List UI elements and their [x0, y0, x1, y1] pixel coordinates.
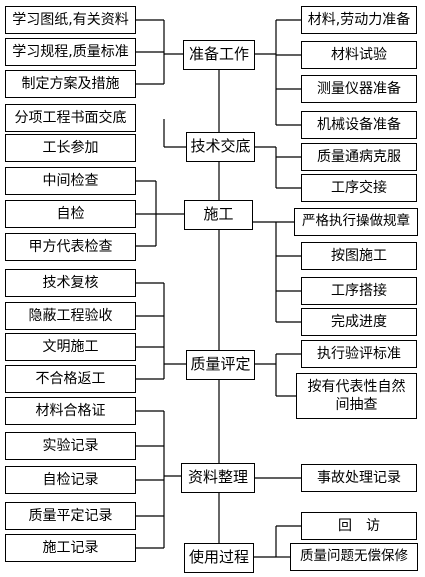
prep-instruments: 测量仪器准备: [301, 75, 417, 103]
step-client-check: 甲方代表检查: [5, 233, 136, 261]
use-free-warranty: 质量问题无偿保修: [290, 543, 418, 571]
step-civil-construction: 文明施工: [5, 333, 136, 361]
brief-common-defects: 质量通病克服: [301, 143, 417, 171]
eval-sampling: 按有代表性自然间抽查: [296, 373, 417, 419]
phase-preparation: 准备工作: [183, 40, 255, 70]
build-process-overlap: 工序搭接: [301, 277, 417, 305]
doc-construction-record: 施工记录: [5, 534, 136, 562]
step-midway-check: 中间检查: [5, 167, 136, 195]
doc-material-cert: 材料合格证: [5, 397, 136, 425]
phase-documentation: 资料整理: [181, 463, 255, 493]
build-progress: 完成进度: [301, 308, 417, 336]
prep-material-test: 材料试验: [301, 41, 417, 69]
step-hidden-acceptance: 隐蔽工程验收: [5, 302, 136, 330]
step-foreman-attend: 工长参加: [5, 134, 136, 162]
brief-handover: 工序交接: [301, 174, 417, 202]
eval-standards: 执行验评标准: [301, 340, 417, 368]
step-tech-review: 技术复核: [5, 269, 136, 297]
phase-construction: 施工: [184, 200, 253, 230]
build-per-drawings: 按图施工: [301, 242, 417, 270]
step-study-standards: 学习规程,质量标准: [5, 38, 136, 66]
doc-test-record: 实验记录: [5, 432, 136, 460]
prep-labor-materials: 材料,劳动力准备: [301, 6, 417, 34]
build-follow-rules: 严格执行操做规章: [294, 208, 418, 236]
prep-machinery: 机械设备准备: [301, 111, 417, 139]
step-make-plan: 制定方案及措施: [5, 70, 136, 98]
phase-quality-evaluation: 质量评定: [186, 350, 255, 380]
doc-quality-record: 质量平定记录: [5, 502, 136, 530]
doc-self-check-record: 自检记录: [5, 466, 136, 494]
step-study-drawings: 学习图纸,有关资料: [5, 6, 136, 34]
step-rework: 不合格返工: [5, 365, 136, 393]
step-self-check: 自检: [5, 200, 136, 228]
phase-usage: 使用过程: [184, 543, 254, 573]
step-written-briefing: 分项工程书面交底: [5, 104, 136, 132]
phase-tech-briefing: 技术交底: [186, 132, 255, 162]
use-revisit: 回 访: [301, 512, 417, 540]
doc-accident-record: 事故处理记录: [301, 464, 417, 492]
